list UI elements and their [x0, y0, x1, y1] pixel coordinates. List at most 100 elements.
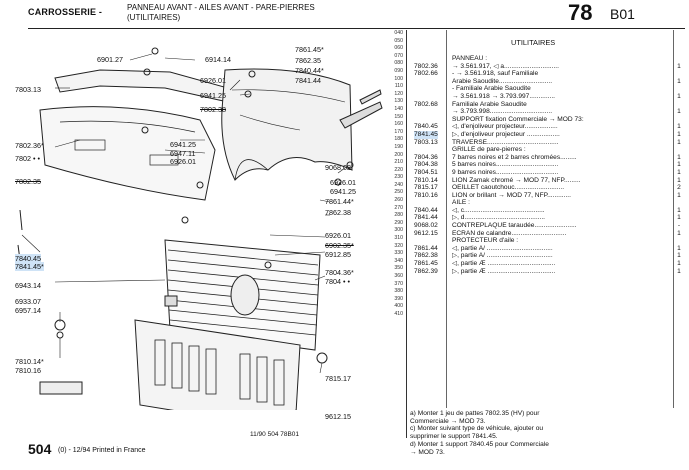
table-cell-desc: - Familiale Arabie Saoudite	[452, 85, 531, 93]
table-row: 7862.39▷, partie Æ .....................…	[408, 268, 686, 276]
table-cell-ref: 7841.44	[414, 214, 438, 222]
part-label: 7841.44	[295, 76, 321, 85]
table-cell-ref: 9612.15	[414, 229, 438, 237]
column-divider	[446, 30, 447, 408]
table-row: PROTECTEUR d'aile :	[408, 237, 686, 245]
row-number: 170	[394, 128, 403, 135]
table-cell-desc: ▷, partie Æ ............................…	[452, 267, 556, 275]
part-label: 6914.14	[205, 55, 231, 64]
footnote-line: → MOD 73.	[410, 448, 445, 456]
table-cell-qty: 1	[677, 260, 681, 268]
table-cell-ref: 7841.45	[414, 130, 438, 139]
part-label: 7815.17	[325, 374, 351, 383]
row-number: 130	[394, 98, 403, 105]
table-cell-qty: 1	[677, 153, 681, 161]
calandre-screen-part	[134, 319, 301, 410]
row-number: 400	[394, 303, 403, 310]
row-number: 300	[394, 227, 403, 234]
part-label: 7810.16	[15, 366, 41, 375]
table-row: 7802.36→ 3.561.917, ◁ a.................…	[408, 63, 686, 71]
table-cell-ref: 7840.45	[414, 123, 438, 131]
row-number: 360	[394, 273, 403, 279]
table-cell-desc: ECRAN de calandre.......................…	[452, 229, 567, 237]
row-number: 270	[394, 204, 403, 211]
row-number: 100	[394, 75, 403, 82]
table-cell-desc: ▷, d....................................…	[452, 214, 546, 222]
table-cell-desc: 9 barres noires.........................…	[452, 168, 559, 176]
header-rule	[28, 28, 685, 29]
footnote-line: a) Monter 1 jeu de pattes 7802.35 (HV) p…	[410, 410, 540, 417]
part-label: 7802.38	[200, 105, 226, 114]
table-row: SUPPORT fixation Commerciale → MOD 73:	[408, 116, 686, 124]
row-number: 040	[394, 30, 403, 36]
table-cell-desc: TRAVERSE................................…	[452, 138, 559, 146]
table-cell-desc: 5 barres noires.........................…	[452, 161, 559, 169]
table-cell-desc: - → 3.561.918, sauf Familiale	[452, 70, 539, 78]
table-cell-ref: 7840.44	[414, 206, 438, 214]
table-cell-desc: 7 barres noires et 2 barres chromées....…	[452, 153, 577, 161]
table-row: 7861.44 ◁, partie A/ ....................…	[408, 245, 686, 253]
table-row: → 3.793.998.............................…	[408, 108, 686, 116]
table-cell-desc: ◁, partie A/ ...........................…	[452, 244, 553, 252]
row-number: 090	[394, 67, 403, 74]
part-label: 6941.25	[330, 187, 356, 196]
column-divider	[673, 30, 674, 408]
table-cell-qty: 1	[677, 206, 681, 214]
table-row: AILE :	[408, 199, 686, 207]
table-cell-desc: ◁, d'enjoliveur projecteur..............…	[452, 123, 558, 131]
footnote-line: Commerciale → MOD 73.	[410, 417, 486, 425]
table-cell-desc: LION Zamak chromé → MOD 77, NFP.........	[452, 176, 581, 184]
table-cell-qty: 1	[677, 191, 681, 199]
table-row: 7840.44◁, c.............................…	[408, 207, 686, 215]
parts-diagram	[17, 47, 383, 410]
part-label: 6926.01	[325, 231, 351, 240]
table-cell-desc: SUPPORT fixation Commerciale → MOD 73:	[452, 115, 584, 123]
header-title: PANNEAU AVANT - AILES AVANT - PARE-PIERR…	[127, 3, 315, 23]
row-number: 340	[394, 257, 403, 264]
part-label: 6941.25	[200, 91, 226, 100]
section-code: B01	[610, 6, 635, 22]
row-number: 110	[394, 83, 403, 90]
front-wing-part	[221, 68, 353, 181]
header-title-line2: (UTILITAIRES)	[127, 13, 181, 22]
table-cell-desc: PROTECTEUR d'aile :	[452, 237, 519, 245]
table-row: 7861.45 ◁, partie Æ .....................…	[408, 260, 686, 268]
table-row: 7840.45 ◁, d'enjoliveur projecteur.......…	[408, 123, 686, 131]
footer-print-date: (0) - 12/94 Printed in France	[58, 447, 146, 454]
row-number: 390	[394, 295, 403, 302]
parts-table-frame	[406, 30, 689, 438]
parts-table: PANNEAU :7802.36→ 3.561.917, ◁ a........…	[408, 55, 686, 275]
row-number: 140	[394, 105, 403, 112]
part-label: 7861.44*	[325, 197, 354, 206]
table-cell-desc: Familiale Arabie Saoudite	[452, 100, 527, 108]
row-number: 120	[394, 90, 403, 97]
table-cell-ref: 7810.14	[414, 176, 438, 184]
row-number: 160	[394, 121, 403, 128]
table-cell-desc: Arabie Saoudite.........................…	[452, 77, 553, 85]
part-label: 7862.38	[325, 208, 351, 217]
table-cell-ref: 7810.16	[414, 191, 438, 199]
row-number: 330	[394, 250, 403, 257]
part-label: 7804.36*	[325, 268, 354, 277]
part-label: 6933.07	[15, 297, 41, 306]
footer-reference: 11/90 504 78B01	[250, 431, 300, 438]
part-label: 7802.36*	[15, 141, 44, 150]
table-cell-desc: ◁, partie Æ ............................…	[452, 260, 556, 268]
part-label: 7841.45*	[15, 262, 44, 271]
part-label: 7862.35	[295, 56, 321, 65]
table-cell-ref: 7861.45	[414, 260, 438, 268]
part-label: 7802 • •	[15, 154, 41, 163]
table-cell-ref: 7802.36	[414, 62, 438, 70]
table-cell-qty: -	[677, 222, 681, 230]
table-cell-ref: 7802.68	[414, 100, 438, 108]
footnote-line: c) Monter suivant type de véhicule, ajou…	[410, 425, 544, 433]
table-row: 7810.14 LION Zamak chromé → MOD 77, NFP..…	[408, 177, 686, 185]
table-cell-ref: 7861.44	[414, 244, 438, 252]
table-cell-ref: 7862.38	[414, 252, 438, 260]
table-cell-desc: PANNEAU :	[452, 55, 488, 62]
table-row: 7841.44 ▷, d.............................…	[408, 214, 686, 222]
table-row: 7804.36 7 barres noires et 2 barres chrom…	[408, 154, 686, 162]
table-cell-desc: CONTREPLAQUE taraudée...................…	[452, 222, 577, 230]
table-row: → 3.561.918 → 3.793.997..............1	[408, 93, 686, 101]
table-cell-ref: 7804.36	[414, 153, 438, 161]
